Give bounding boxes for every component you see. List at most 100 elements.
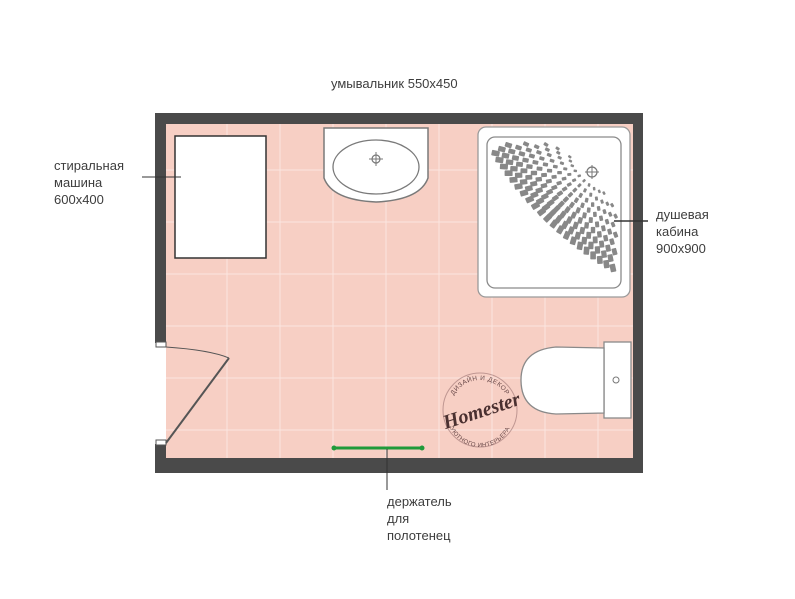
- shower-tray-tile: [491, 149, 500, 157]
- shower-tray-tile: [526, 164, 533, 170]
- shower-tray-tile: [607, 254, 614, 263]
- shower-tray-tile: [576, 241, 584, 251]
- shower-tray-tile: [577, 183, 582, 188]
- shower-tray-tile: [592, 186, 596, 191]
- shower-tray-tile: [566, 182, 572, 187]
- walls: [155, 113, 643, 473]
- shower-tray-tile: [590, 226, 596, 234]
- shower-tray-tile: [597, 189, 601, 194]
- shower-tray-tile: [556, 225, 565, 235]
- shower-tray-tile: [555, 146, 560, 151]
- shower-tray-tile: [586, 207, 591, 213]
- shower-tray-tile: [575, 207, 581, 214]
- shower-tray-tile: [583, 246, 590, 255]
- shower-tray-tile: [530, 180, 538, 187]
- shower-tray-tile: [546, 168, 553, 173]
- shower-tray-tile: [556, 150, 561, 155]
- shower-tray-tile: [556, 190, 564, 197]
- shower-tray-tile: [589, 192, 593, 197]
- shower-tray-tile: [602, 191, 606, 195]
- wall-right: [633, 113, 643, 473]
- shower-tray-tile: [565, 216, 573, 224]
- shower-tray-tile: [511, 155, 520, 161]
- shower-tray-tile: [499, 163, 509, 170]
- towel-label-line-2: для: [387, 511, 410, 526]
- shower-tray-tile: [568, 201, 575, 209]
- shower-tray-tile: [539, 156, 545, 161]
- shower-tray-tile: [536, 207, 547, 217]
- shower-tray-tile: [600, 199, 604, 204]
- shower-tray-tile: [598, 215, 604, 222]
- washer-label-line-2: машина: [54, 175, 103, 190]
- wall-top: [155, 113, 643, 124]
- wall-left-lower: [155, 444, 166, 473]
- shower-tray-tile: [552, 205, 561, 213]
- shower-tray-tile: [525, 147, 532, 153]
- shower-tray-tile: [546, 152, 552, 158]
- shower-tray-tile: [546, 199, 555, 207]
- shower-tray-tile: [609, 263, 617, 273]
- shower-tray-tile: [508, 148, 516, 155]
- shower-tray-tile: [557, 171, 562, 175]
- shower-tray-tile: [570, 211, 577, 219]
- shower-tray-tile: [541, 172, 548, 178]
- shower-tray-tile: [569, 236, 577, 246]
- shower-tray-tile: [515, 161, 524, 167]
- shower-tray-tile: [559, 161, 565, 166]
- shower-tray-tile: [580, 202, 585, 209]
- shower-tray-tile: [495, 156, 504, 164]
- shower-tray-tile: [562, 230, 571, 240]
- shower-tray-tile: [497, 145, 506, 153]
- shower-tray-tile: [504, 170, 513, 176]
- shower-tray-tile: [609, 238, 615, 246]
- shower-tray-tile: [592, 236, 598, 244]
- shower-tray-tile: [501, 152, 510, 159]
- shower-tray-tile: [510, 165, 518, 172]
- shower-tray-tile: [572, 221, 579, 230]
- shower-tray-tile: [557, 200, 565, 208]
- shower-tray-tile: [604, 218, 610, 225]
- shower-tray-tile: [520, 168, 528, 174]
- shower-tray-tile: [577, 174, 582, 178]
- shower-tray-tile: [601, 225, 606, 232]
- shower-cabin: [477, 126, 631, 298]
- shower-tray-tile: [556, 180, 562, 186]
- shower-tray-tile: [532, 160, 539, 165]
- shower-tray-tile: [568, 159, 573, 163]
- shower-tray-tile: [608, 211, 613, 217]
- shower-tray-tile: [579, 226, 586, 235]
- shower-tray-tile: [551, 184, 558, 191]
- shower-tray-tile: [546, 188, 554, 195]
- shower-tray-tile: [557, 155, 562, 160]
- shower-tray-tile: [610, 202, 615, 208]
- shower-tray-tile: [505, 159, 514, 166]
- shower-tray-tile: [549, 219, 559, 229]
- shower-tray-tile: [584, 197, 589, 203]
- shower-tray-tile: [514, 172, 523, 178]
- shower-tray-tile: [577, 216, 583, 224]
- washer-label-line-1: стиральная: [54, 158, 124, 173]
- shower-tray-tile: [582, 212, 587, 219]
- sink: [323, 127, 429, 203]
- shower-tray-tile: [610, 221, 616, 228]
- sink-label-text: умывальник 550х450: [331, 76, 458, 91]
- wall-bottom: [155, 458, 643, 473]
- shower-tray-tile: [612, 231, 619, 238]
- shower-tray-tile: [584, 222, 590, 229]
- shower-tray-tile: [561, 176, 567, 181]
- shower-tray-tile: [567, 191, 574, 198]
- shower-tray-tile: [582, 178, 586, 183]
- shower-tray-tile: [594, 221, 600, 228]
- shower-tray-tile: [603, 259, 610, 269]
- shower-tray-tile: [561, 186, 568, 192]
- shower-tray-tile: [551, 194, 559, 202]
- shower-tray-tile: [590, 251, 596, 260]
- shower-tray-tile: [544, 147, 550, 152]
- shower-tray-tile: [509, 176, 518, 183]
- shower-tray-tile: [601, 250, 607, 259]
- shower-tray-tile: [562, 196, 569, 203]
- shower-tray-tile: [522, 141, 530, 147]
- shower-tray-tile: [525, 174, 533, 180]
- shower-tray-tile: [525, 195, 535, 204]
